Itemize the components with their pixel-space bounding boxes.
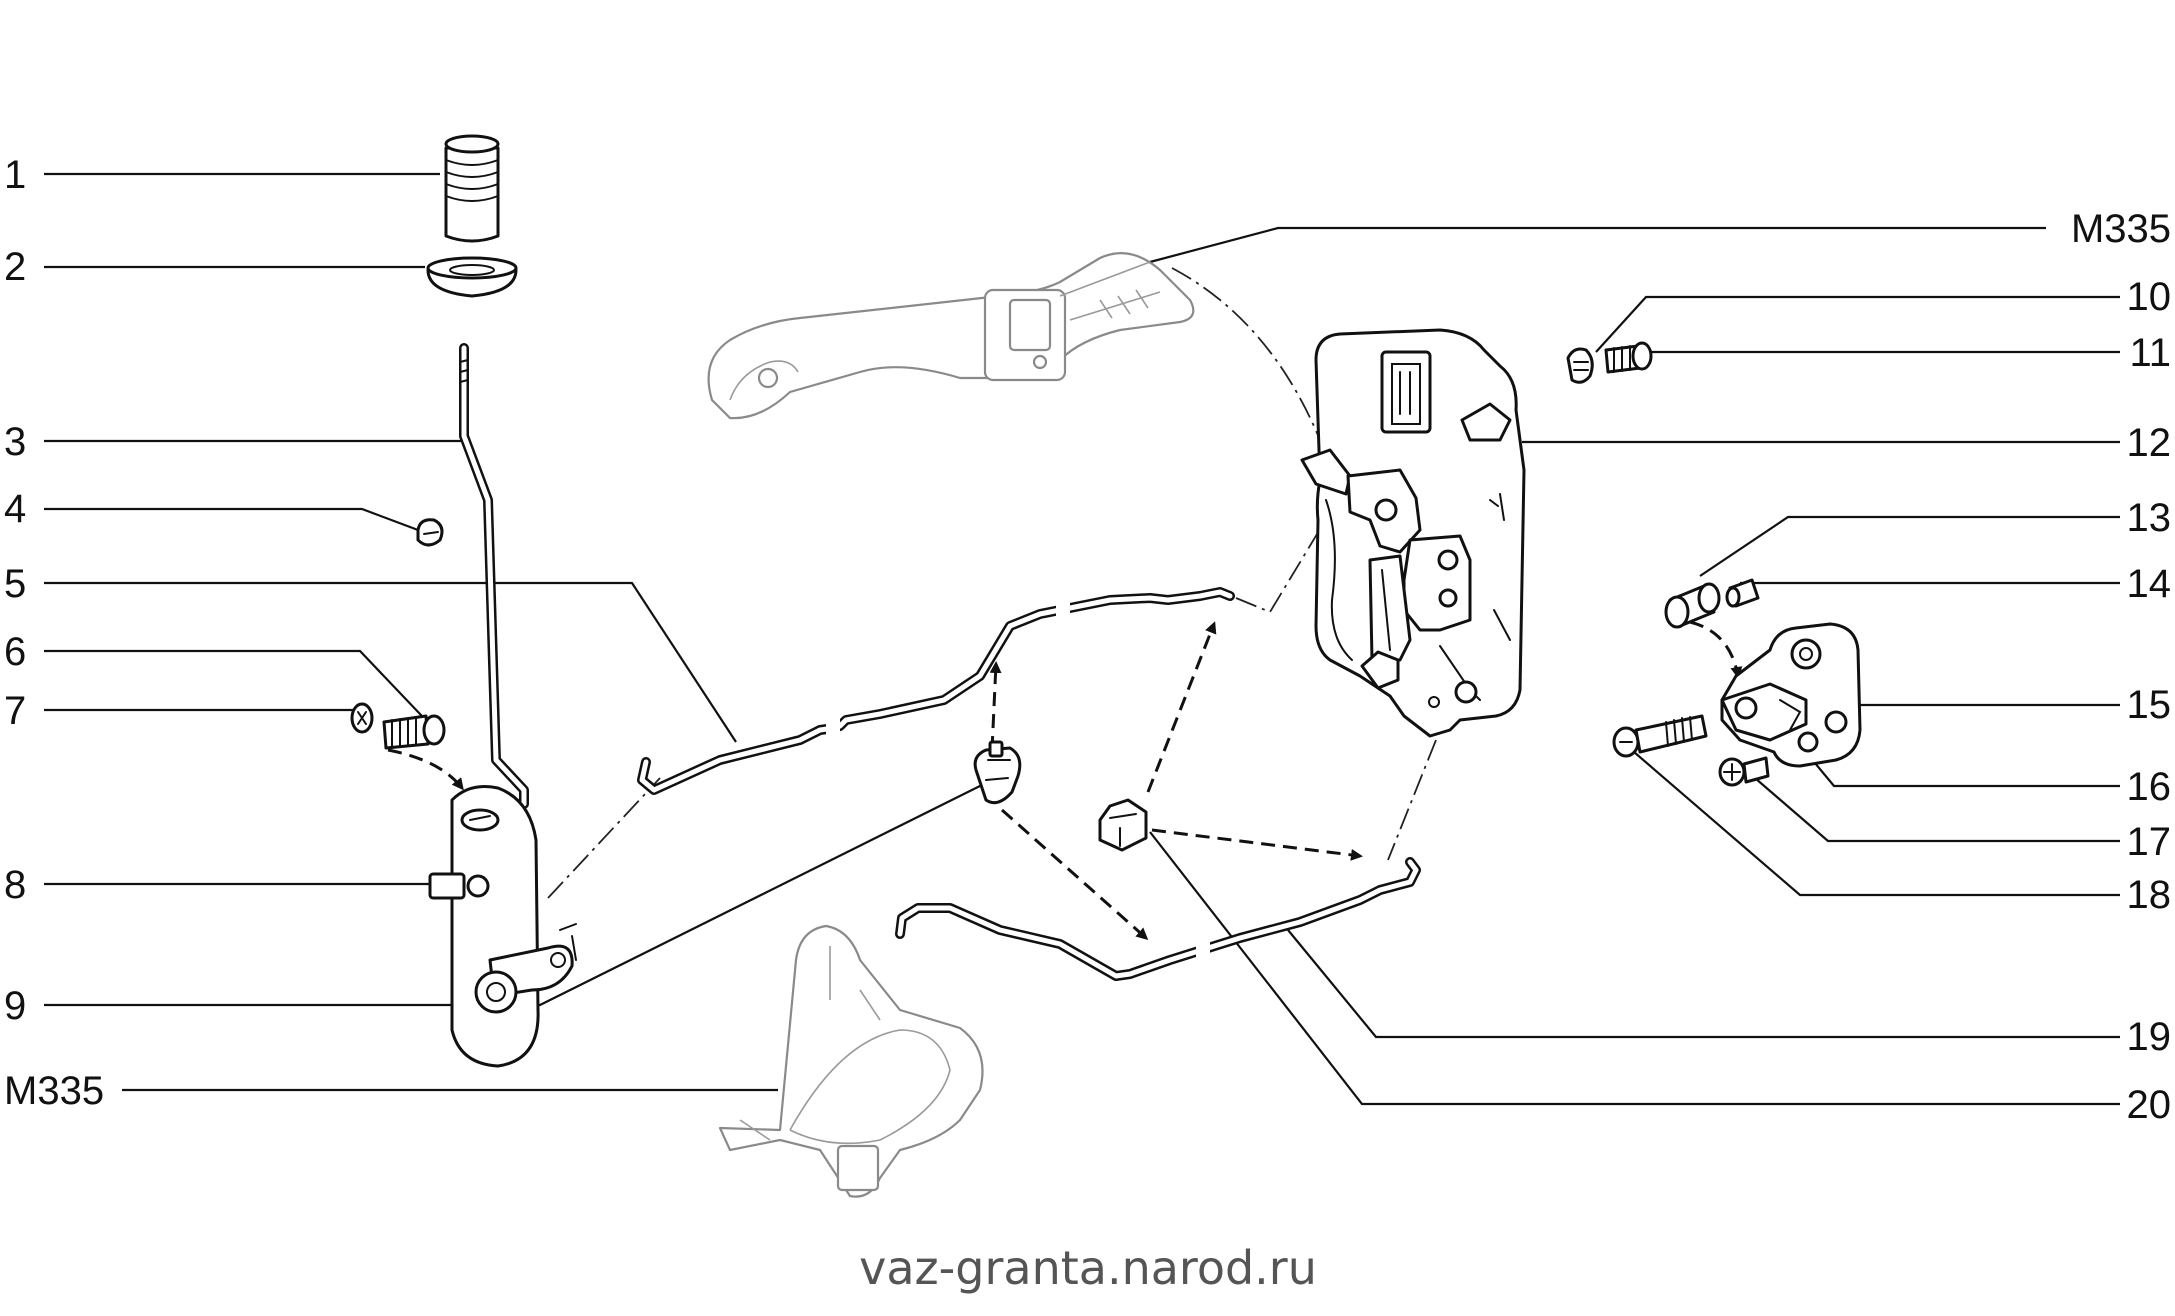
leader-20 (1149, 831, 2120, 1106)
arrow-screw-to-bracket (387, 748, 464, 791)
part-10-washer (1566, 347, 1594, 384)
inner-door-handle-ghost (718, 924, 984, 1198)
right-callouts: M335 10 11 12 13 14 15 16 17 18 19 20 (2071, 207, 2171, 1127)
arrow-clip20-right (1151, 828, 1363, 861)
centerline-rod5-to-lock (1235, 505, 1335, 614)
callout-label-4: 4 (4, 487, 26, 531)
leader-lines (44, 172, 2120, 1106)
leader-10 (1595, 295, 2120, 353)
leader-17 (1747, 771, 2120, 843)
arrow-clip20-up (1146, 621, 1217, 793)
center-lines (547, 267, 1437, 899)
part-12-door-lock (1300, 328, 1526, 738)
part-3-knob-rod (459, 343, 529, 809)
callout-label-20: 20 (2127, 1083, 2172, 1127)
leader-m335-right (1149, 226, 2046, 264)
callout-label-9: 9 (4, 984, 26, 1028)
part-5-lock-link-rod (637, 587, 1235, 795)
watermark-site: vaz-granta.narod.ru (859, 1241, 1317, 1295)
callout-label-10: 10 (2127, 275, 2172, 319)
callout-label-13: 13 (2127, 496, 2172, 540)
left-callouts: 1 2 3 4 5 6 7 8 9 M335 (4, 153, 104, 1113)
assembly-arrows (387, 620, 1743, 940)
callout-label-5: 5 (4, 562, 26, 606)
part-1-lock-knob (444, 134, 500, 243)
callout-label-16: 16 (2127, 765, 2172, 809)
callout-label-15: 15 (2127, 683, 2172, 727)
callout-label-1: 1 (4, 153, 26, 197)
part-20-rod-clip (1098, 798, 1148, 852)
leader-9 (44, 781, 989, 1007)
leader-6 (44, 649, 441, 736)
part-15-lock-striker (1720, 622, 1862, 768)
callout-label-2: 2 (4, 245, 26, 289)
centerline-handle-to-lock (1171, 267, 1321, 441)
centerline-lock-to-rod19 (1387, 739, 1437, 861)
leader-4 (44, 507, 419, 532)
part-19-inner-handle-rod (895, 857, 1421, 981)
outer-door-handle-ghost (707, 252, 1195, 420)
part-6-screw (382, 714, 446, 750)
part-13-striker-bushing (1664, 582, 1721, 629)
part-2-knob-bushing (426, 256, 518, 298)
leader-18 (1633, 751, 2120, 897)
callout-label-m335-right: M335 (2071, 207, 2171, 251)
part-17-screw (1718, 756, 1770, 787)
callout-label-7: 7 (4, 689, 26, 733)
callout-label-18: 18 (2127, 873, 2172, 917)
arrow-clip9-down (1001, 808, 1149, 940)
part-8-lock-cylinder-bracket (428, 785, 577, 1068)
part-7-washer (350, 702, 374, 734)
callout-label-11: 11 (2129, 331, 2171, 375)
arrow-clip9-up (989, 661, 1002, 751)
callout-label-m335-left: M335 (4, 1069, 104, 1113)
leader-13 (1699, 515, 2120, 577)
part-11-screw (1604, 341, 1653, 374)
callout-label-17: 17 (2127, 820, 2172, 864)
part-9-rod-clip (973, 740, 1022, 805)
callout-label-3: 3 (4, 420, 26, 464)
part-14-striker-pin (1725, 578, 1760, 608)
callout-label-12: 12 (2127, 421, 2172, 465)
leader-19 (1287, 929, 2120, 1039)
leader-5 (44, 581, 737, 743)
callout-label-6: 6 (4, 630, 26, 674)
part-18-bolt (1612, 714, 1708, 758)
callout-label-19: 19 (2127, 1015, 2172, 1059)
centerline-cylinder-to-rod (547, 777, 661, 899)
callout-label-8: 8 (4, 863, 26, 907)
callout-label-14: 14 (2127, 562, 2172, 606)
part-4-rod-clip (416, 518, 444, 547)
arrow-bushing-to-bracket (1689, 620, 1743, 679)
